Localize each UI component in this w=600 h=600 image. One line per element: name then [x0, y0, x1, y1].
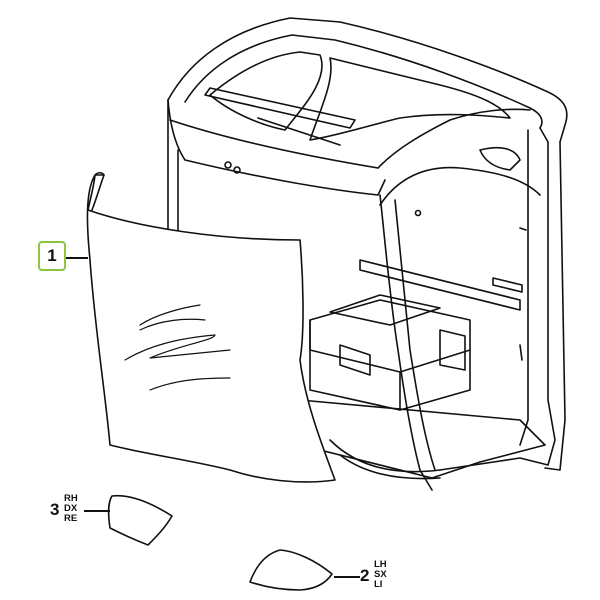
callout-part-1: 1: [38, 241, 66, 271]
callout-leader-3: [84, 510, 110, 512]
callout-part-2-number: 2: [360, 566, 370, 585]
callout-number: 1: [47, 246, 57, 265]
callout-leader-1: [66, 257, 88, 259]
right-window-panel: [107, 494, 173, 546]
callout-part-3-side-rh: RH: [64, 493, 78, 504]
callout-part-2-side-sx: SX: [374, 569, 387, 580]
front-door-panel: [86, 171, 336, 483]
cabin-frame: [167, 17, 568, 491]
callout-part-3-side-re: RE: [64, 513, 78, 524]
callout-part-2-side-li: LI: [374, 579, 383, 590]
callout-part-3-side-dx: DX: [64, 503, 78, 514]
callout-part-2-side-lh: LH: [374, 559, 387, 570]
callout-part-3-number: 3: [50, 500, 60, 519]
callout-leader-2: [334, 576, 360, 578]
left-window-panel: [249, 549, 333, 591]
